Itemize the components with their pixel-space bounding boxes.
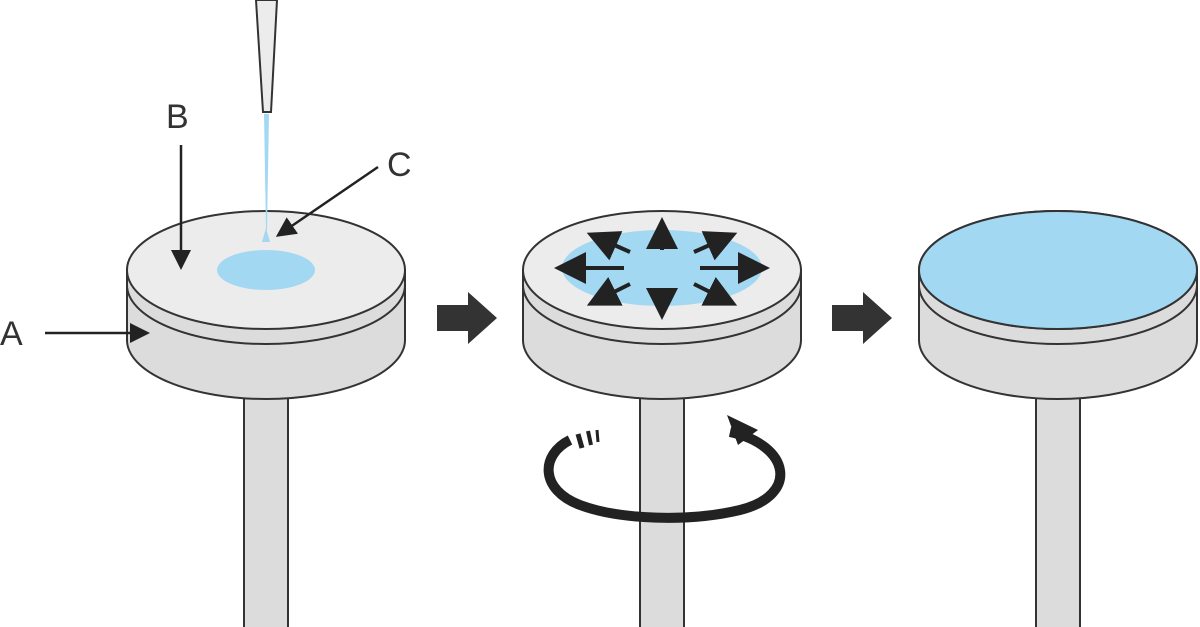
coated-film <box>918 210 1198 330</box>
arrow-c <box>275 165 379 237</box>
spin-chuck-1 <box>126 0 406 627</box>
label-b: B <box>166 98 189 136</box>
step-arrow-icon <box>437 292 497 344</box>
rotation-arrow-icon <box>543 415 786 523</box>
step-arrow-icon <box>832 292 892 344</box>
spin-chuck-3 <box>918 210 1198 627</box>
label-a: A <box>0 315 23 353</box>
liquid-stream <box>264 114 269 230</box>
spread-arrows-icon <box>554 217 770 320</box>
label-c: C <box>387 146 412 184</box>
spin-chuck-2 <box>522 210 802 627</box>
liquid-drop <box>262 228 270 242</box>
liquid-puddle <box>217 250 315 290</box>
pipette-icon <box>254 0 279 113</box>
